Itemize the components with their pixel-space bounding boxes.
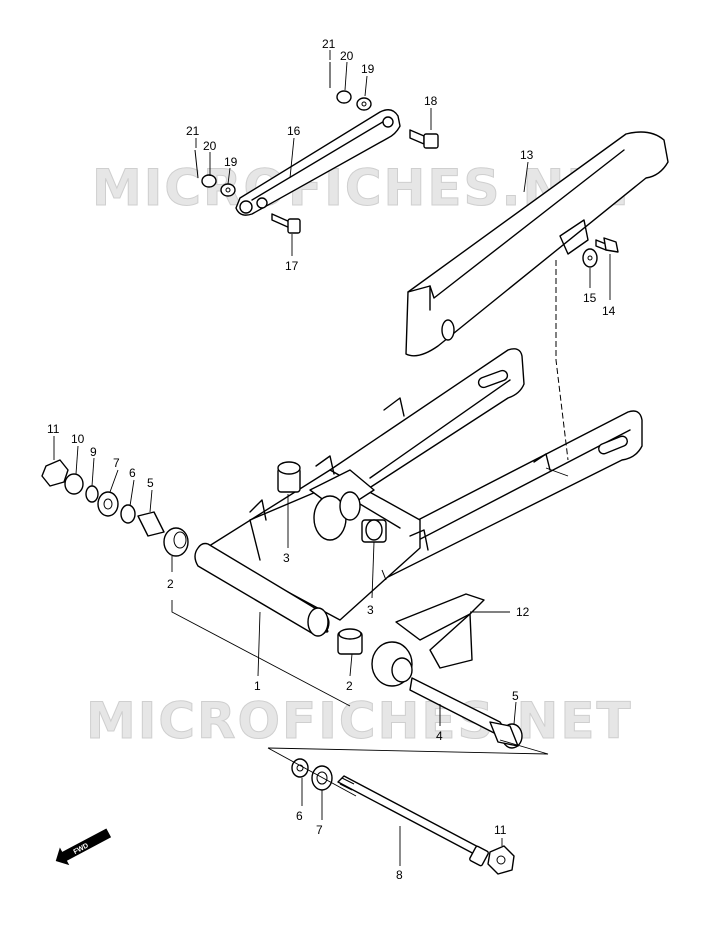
- watermark-bottom: MICROFICHES.NET: [86, 692, 633, 750]
- chain-case-13: [405, 131, 669, 357]
- callout-8: 8: [396, 868, 403, 882]
- callout-14: 14: [602, 304, 616, 318]
- callout-5: 5: [147, 476, 154, 490]
- washers-bottom: [291, 758, 333, 791]
- nut-washer-group-a: [329, 62, 372, 111]
- bolt-14: [595, 237, 619, 253]
- callout-7: 7: [316, 823, 323, 837]
- callout-20: 20: [340, 49, 354, 63]
- callout-20: 20: [203, 139, 217, 153]
- pivot-stack-left: [41, 459, 189, 557]
- callout-7: 7: [113, 456, 120, 470]
- bushing-2b: [337, 628, 363, 655]
- callouts: 21 20 19 18 16 21 20 19 17 13 15 14 11 1…: [47, 37, 616, 882]
- callout-15: 15: [583, 291, 597, 305]
- callout-17: 17: [285, 259, 299, 273]
- nut-11b: [487, 845, 515, 875]
- callout-10: 10: [71, 432, 85, 446]
- callout-21: 21: [186, 124, 200, 138]
- callout-11: 11: [47, 422, 60, 436]
- callout-12: 12: [516, 605, 530, 619]
- bushing-3a: [277, 461, 301, 493]
- bushing-3b: [361, 519, 387, 543]
- callout-6: 6: [296, 809, 303, 823]
- bolt-18: [409, 129, 439, 149]
- callout-4: 4: [436, 729, 443, 743]
- callout-16: 16: [287, 124, 301, 138]
- reference-lines: [53, 50, 611, 866]
- callout-21: 21: [322, 37, 336, 51]
- callout-2: 2: [346, 679, 353, 693]
- chain-buffer-12: [371, 593, 485, 687]
- torque-rod-16: [235, 109, 401, 216]
- fwd-arrow-icon: FWD: [55, 828, 112, 866]
- callout-11: 11: [494, 823, 507, 837]
- callout-5: 5: [512, 689, 519, 703]
- callout-13: 13: [520, 148, 534, 162]
- callout-3: 3: [367, 603, 374, 617]
- callout-2: 2: [167, 577, 174, 591]
- callout-3: 3: [283, 551, 290, 565]
- callout-18: 18: [424, 94, 438, 108]
- callout-19: 19: [224, 155, 238, 169]
- callout-9: 9: [90, 445, 97, 459]
- fwd-label: FWD: [72, 842, 89, 856]
- callout-6: 6: [129, 466, 136, 480]
- swingarm-1: [194, 348, 643, 637]
- washer-15: [582, 248, 598, 268]
- bolt-17: [271, 213, 301, 234]
- watermark-top: MICROFICHES.NET: [92, 159, 639, 217]
- callout-1: 1: [254, 679, 261, 693]
- callout-19: 19: [361, 62, 375, 76]
- pivot-shaft-8: [337, 775, 489, 867]
